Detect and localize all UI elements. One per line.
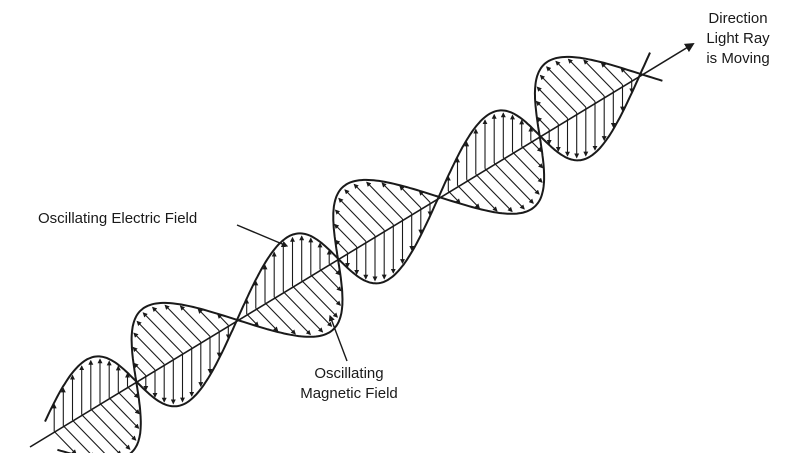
magnetic-field-vector [367, 182, 403, 219]
magnetic-field-vector [556, 61, 595, 101]
magnetic-field-vector [63, 426, 93, 453]
direction-label-line-2: Light Ray [706, 30, 770, 47]
magnetic-field-vector [165, 305, 201, 342]
magnetic-field-vector [302, 281, 338, 318]
magnetic-field-vector [569, 59, 605, 96]
magnetic-label-line-2: Magnetic Field [300, 385, 398, 402]
magnetic-field-vector [293, 286, 332, 326]
direction-label-line-3: is Moving [706, 50, 769, 67]
magnetic-field-vector [153, 307, 192, 347]
magnetic-field-vector [143, 313, 182, 353]
magnetic-field-vector [283, 292, 322, 332]
magnetic-field-vector [476, 174, 512, 211]
magnetic-field-vector [513, 152, 543, 182]
magnetic-field-vector [547, 67, 586, 107]
magnetic-field-vector [354, 184, 393, 224]
magnetic-field-vector [503, 158, 539, 195]
magnetic-field-vector [274, 297, 310, 334]
magnetic-field-vector [541, 76, 577, 113]
magnetic-label-line-1: Oscillating [314, 365, 383, 382]
direction-label-line-1: Direction [708, 10, 767, 27]
magnetic-field-vector [336, 210, 366, 241]
magnetic-field-vector [137, 322, 173, 359]
magnetic-field-vector [134, 333, 164, 364]
magnetic-field-vector [345, 190, 384, 230]
magnetic-field-vector [109, 398, 138, 428]
electric-label-leader [237, 225, 287, 246]
magnetic-field-label: Oscillating Magnetic Field [300, 365, 398, 402]
magnetic-field-vector [494, 163, 533, 203]
direction-label: Direction Light Ray is Moving [706, 10, 770, 67]
magnetic-field-vector [100, 404, 136, 441]
magnetic-field-vector [91, 409, 130, 449]
electric-field-label: Oscillating Electric Field [38, 210, 197, 227]
magnetic-field-vector [537, 87, 567, 118]
magnetic-field-vector [311, 275, 341, 305]
magnetic-field-vector [339, 199, 375, 236]
magnetic-field-vector [485, 169, 524, 209]
